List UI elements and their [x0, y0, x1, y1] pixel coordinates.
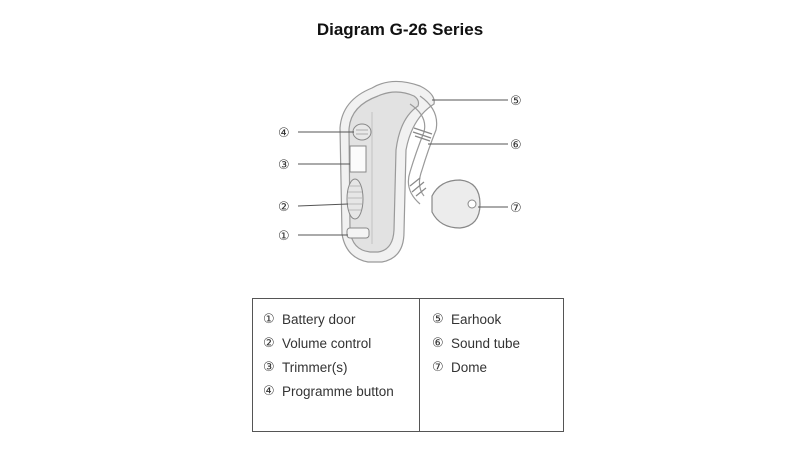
legend-label: Battery door — [282, 312, 356, 327]
legend-item-sound-tube: ⑥ Sound tube — [432, 335, 563, 353]
legend-number: ② — [263, 336, 275, 351]
callout-3: ③ — [278, 158, 290, 173]
legend-number: ④ — [263, 384, 275, 399]
hearing-aid-diagram: ④ ③ ② ① ⑤ ⑥ ⑦ — [278, 80, 522, 263]
legend-label: Earhook — [451, 312, 502, 327]
callout-4: ④ — [278, 126, 290, 141]
legend-column-right: ⑤ Earhook ⑥ Sound tube ⑦ Dome — [420, 299, 563, 431]
callout-2: ② — [278, 200, 290, 215]
legend-label: Volume control — [282, 336, 372, 351]
callout-7: ⑦ — [510, 201, 522, 216]
legend-number: ⑥ — [432, 336, 444, 351]
legend-label: Dome — [451, 360, 488, 375]
legend-number: ③ — [263, 360, 275, 375]
battery-door-part — [346, 227, 370, 239]
legend-item-volume-control: ② Volume control — [263, 335, 419, 353]
legend-item-earhook: ⑤ Earhook — [432, 311, 563, 329]
callout-6: ⑥ — [510, 138, 522, 153]
legend-label: Trimmer(s) — [282, 360, 348, 375]
legend-number: ① — [263, 312, 275, 327]
volume-control-part — [346, 178, 364, 220]
dome-part — [431, 179, 481, 229]
trimmer-part — [349, 145, 367, 173]
legend-number: ⑤ — [432, 312, 444, 327]
legend-label: Programme button — [282, 384, 394, 399]
legend-item-trimmers: ③ Trimmer(s) — [263, 359, 419, 377]
legend-label: Sound tube — [451, 336, 521, 351]
legend-column-left: ① Battery door ② Volume control ③ Trimme… — [253, 299, 420, 431]
legend-number: ⑦ — [432, 360, 444, 375]
callout-5: ⑤ — [510, 94, 522, 109]
callout-1: ① — [278, 229, 290, 244]
diagram-title: Diagram G-26 Series — [316, 20, 484, 39]
legend-item-battery-door: ① Battery door — [263, 311, 419, 329]
programme-button-part — [352, 123, 372, 141]
legend-item-programme-button: ④ Programme button — [263, 383, 419, 401]
legend-item-dome: ⑦ Dome — [432, 359, 563, 377]
leader-lines — [297, 99, 508, 236]
sound-tube-part — [407, 95, 438, 205]
legend-table: ① Battery door ② Volume control ③ Trimme… — [252, 298, 564, 432]
